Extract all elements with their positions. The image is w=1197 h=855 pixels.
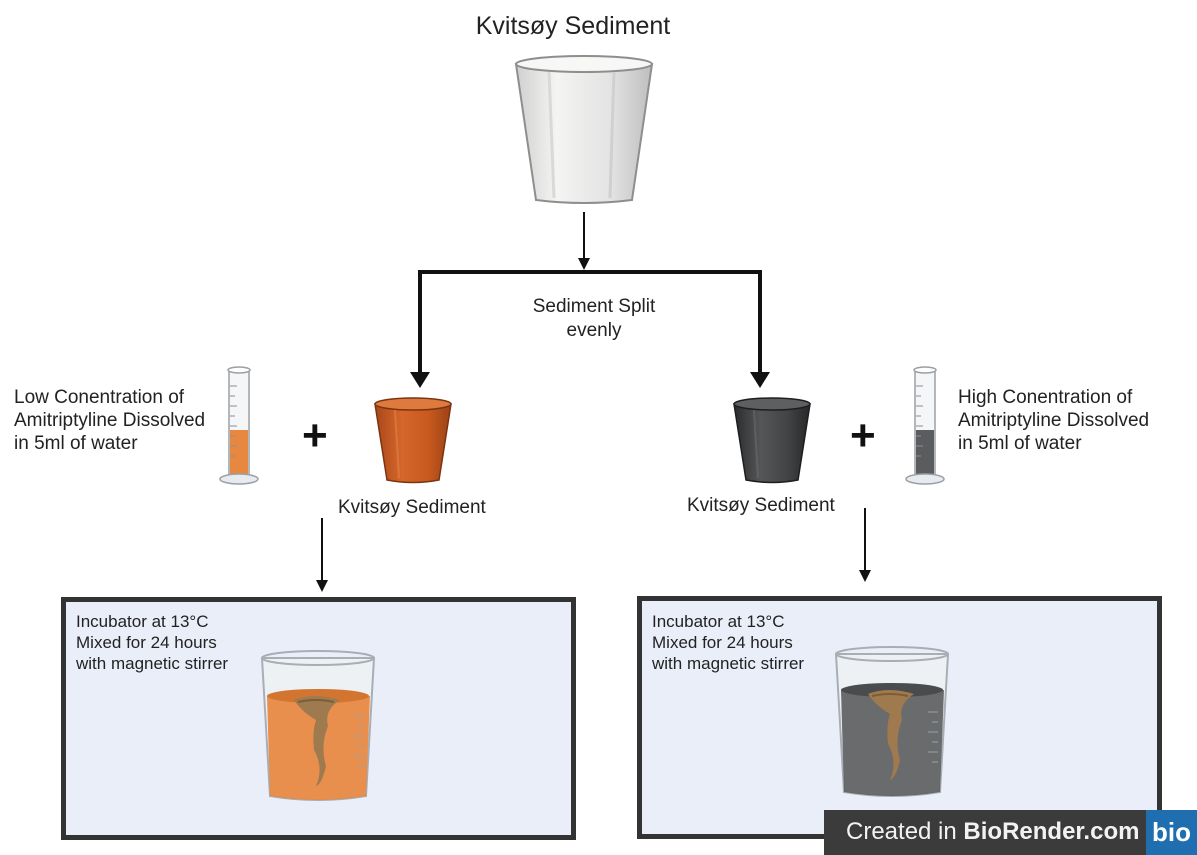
right-panel-line3: with magnetic stirrer: [652, 654, 805, 673]
left-graduated-cylinder: [219, 366, 259, 485]
right-panel-line2: Mixed for 24 hours: [652, 633, 793, 652]
left-plus-sign: +: [302, 411, 328, 460]
right-sediment-label: Kvitsøy Sediment: [687, 495, 835, 516]
split-label-line2: evenly: [566, 320, 622, 341]
left-panel-line2: Mixed for 24 hours: [76, 633, 217, 652]
watermark-brand: BioRender.com: [963, 818, 1140, 845]
left-beaker: [260, 650, 376, 801]
right-solution-label-line3: in 5ml of water: [958, 433, 1082, 454]
split-label-line1: Sediment Split: [532, 296, 656, 317]
left-solution-label-line2: Amitriptyline Dissolved: [14, 410, 206, 431]
left-solution-label-line3: in 5ml of water: [14, 433, 138, 454]
right-panel-line1: Incubator at 13°C: [652, 612, 785, 631]
biorender-watermark: Created in BioRender.com: [824, 810, 1146, 855]
right-plus-sign: +: [850, 411, 876, 460]
right-sediment-cup: [733, 397, 811, 484]
top-sediment-cup: [514, 55, 654, 204]
left-solution-label-line1: Low Conentration of: [14, 387, 185, 408]
left-sediment-cup: [374, 397, 452, 484]
biorender-logo: bio: [1146, 810, 1197, 855]
right-solution-label-line1: High Conentration of: [958, 387, 1133, 408]
left-panel-line3: with magnetic stirrer: [76, 654, 229, 673]
watermark-prefix: Created in: [846, 818, 964, 845]
right-graduated-cylinder: [905, 366, 945, 485]
diagram-title: Kvitsøy Sediment: [475, 12, 671, 40]
right-beaker: [834, 646, 950, 797]
left-sediment-label: Kvitsøy Sediment: [338, 497, 486, 518]
right-solution-label-line2: Amitriptyline Dissolved: [958, 410, 1150, 431]
left-panel-line1: Incubator at 13°C: [76, 612, 209, 631]
